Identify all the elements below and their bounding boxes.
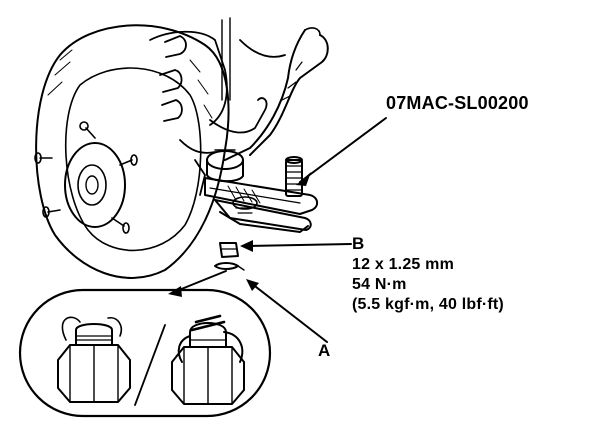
detail-inset	[18, 288, 272, 418]
cotter-pin	[214, 262, 245, 271]
lug-stud	[34, 121, 138, 234]
thread-size-text: 12 x 1.25 mm	[352, 256, 455, 273]
castle-nut-before	[57, 316, 131, 403]
castle-nut-after	[171, 314, 245, 405]
steering-knuckle	[149, 17, 286, 196]
callout-b-label: B	[352, 234, 365, 253]
arrowheads	[168, 172, 311, 297]
torque-nm-text: 54 N·m	[352, 276, 407, 293]
torque-spec-block: 12 x 1.25 mm 54 N·m (5.5 kgf·m, 40 lbf·f…	[352, 255, 504, 315]
torque-alt-units-text: (5.5 kgf·m, 40 lbf·ft)	[352, 296, 504, 313]
castle-nut	[219, 242, 239, 258]
ball-joint-remover-tool	[204, 156, 318, 233]
tool-part-number-label: 07MAC-SL00200	[386, 93, 529, 113]
tie-rod	[224, 27, 329, 161]
leader-lines	[173, 117, 387, 343]
callout-a-label: A	[318, 341, 331, 360]
